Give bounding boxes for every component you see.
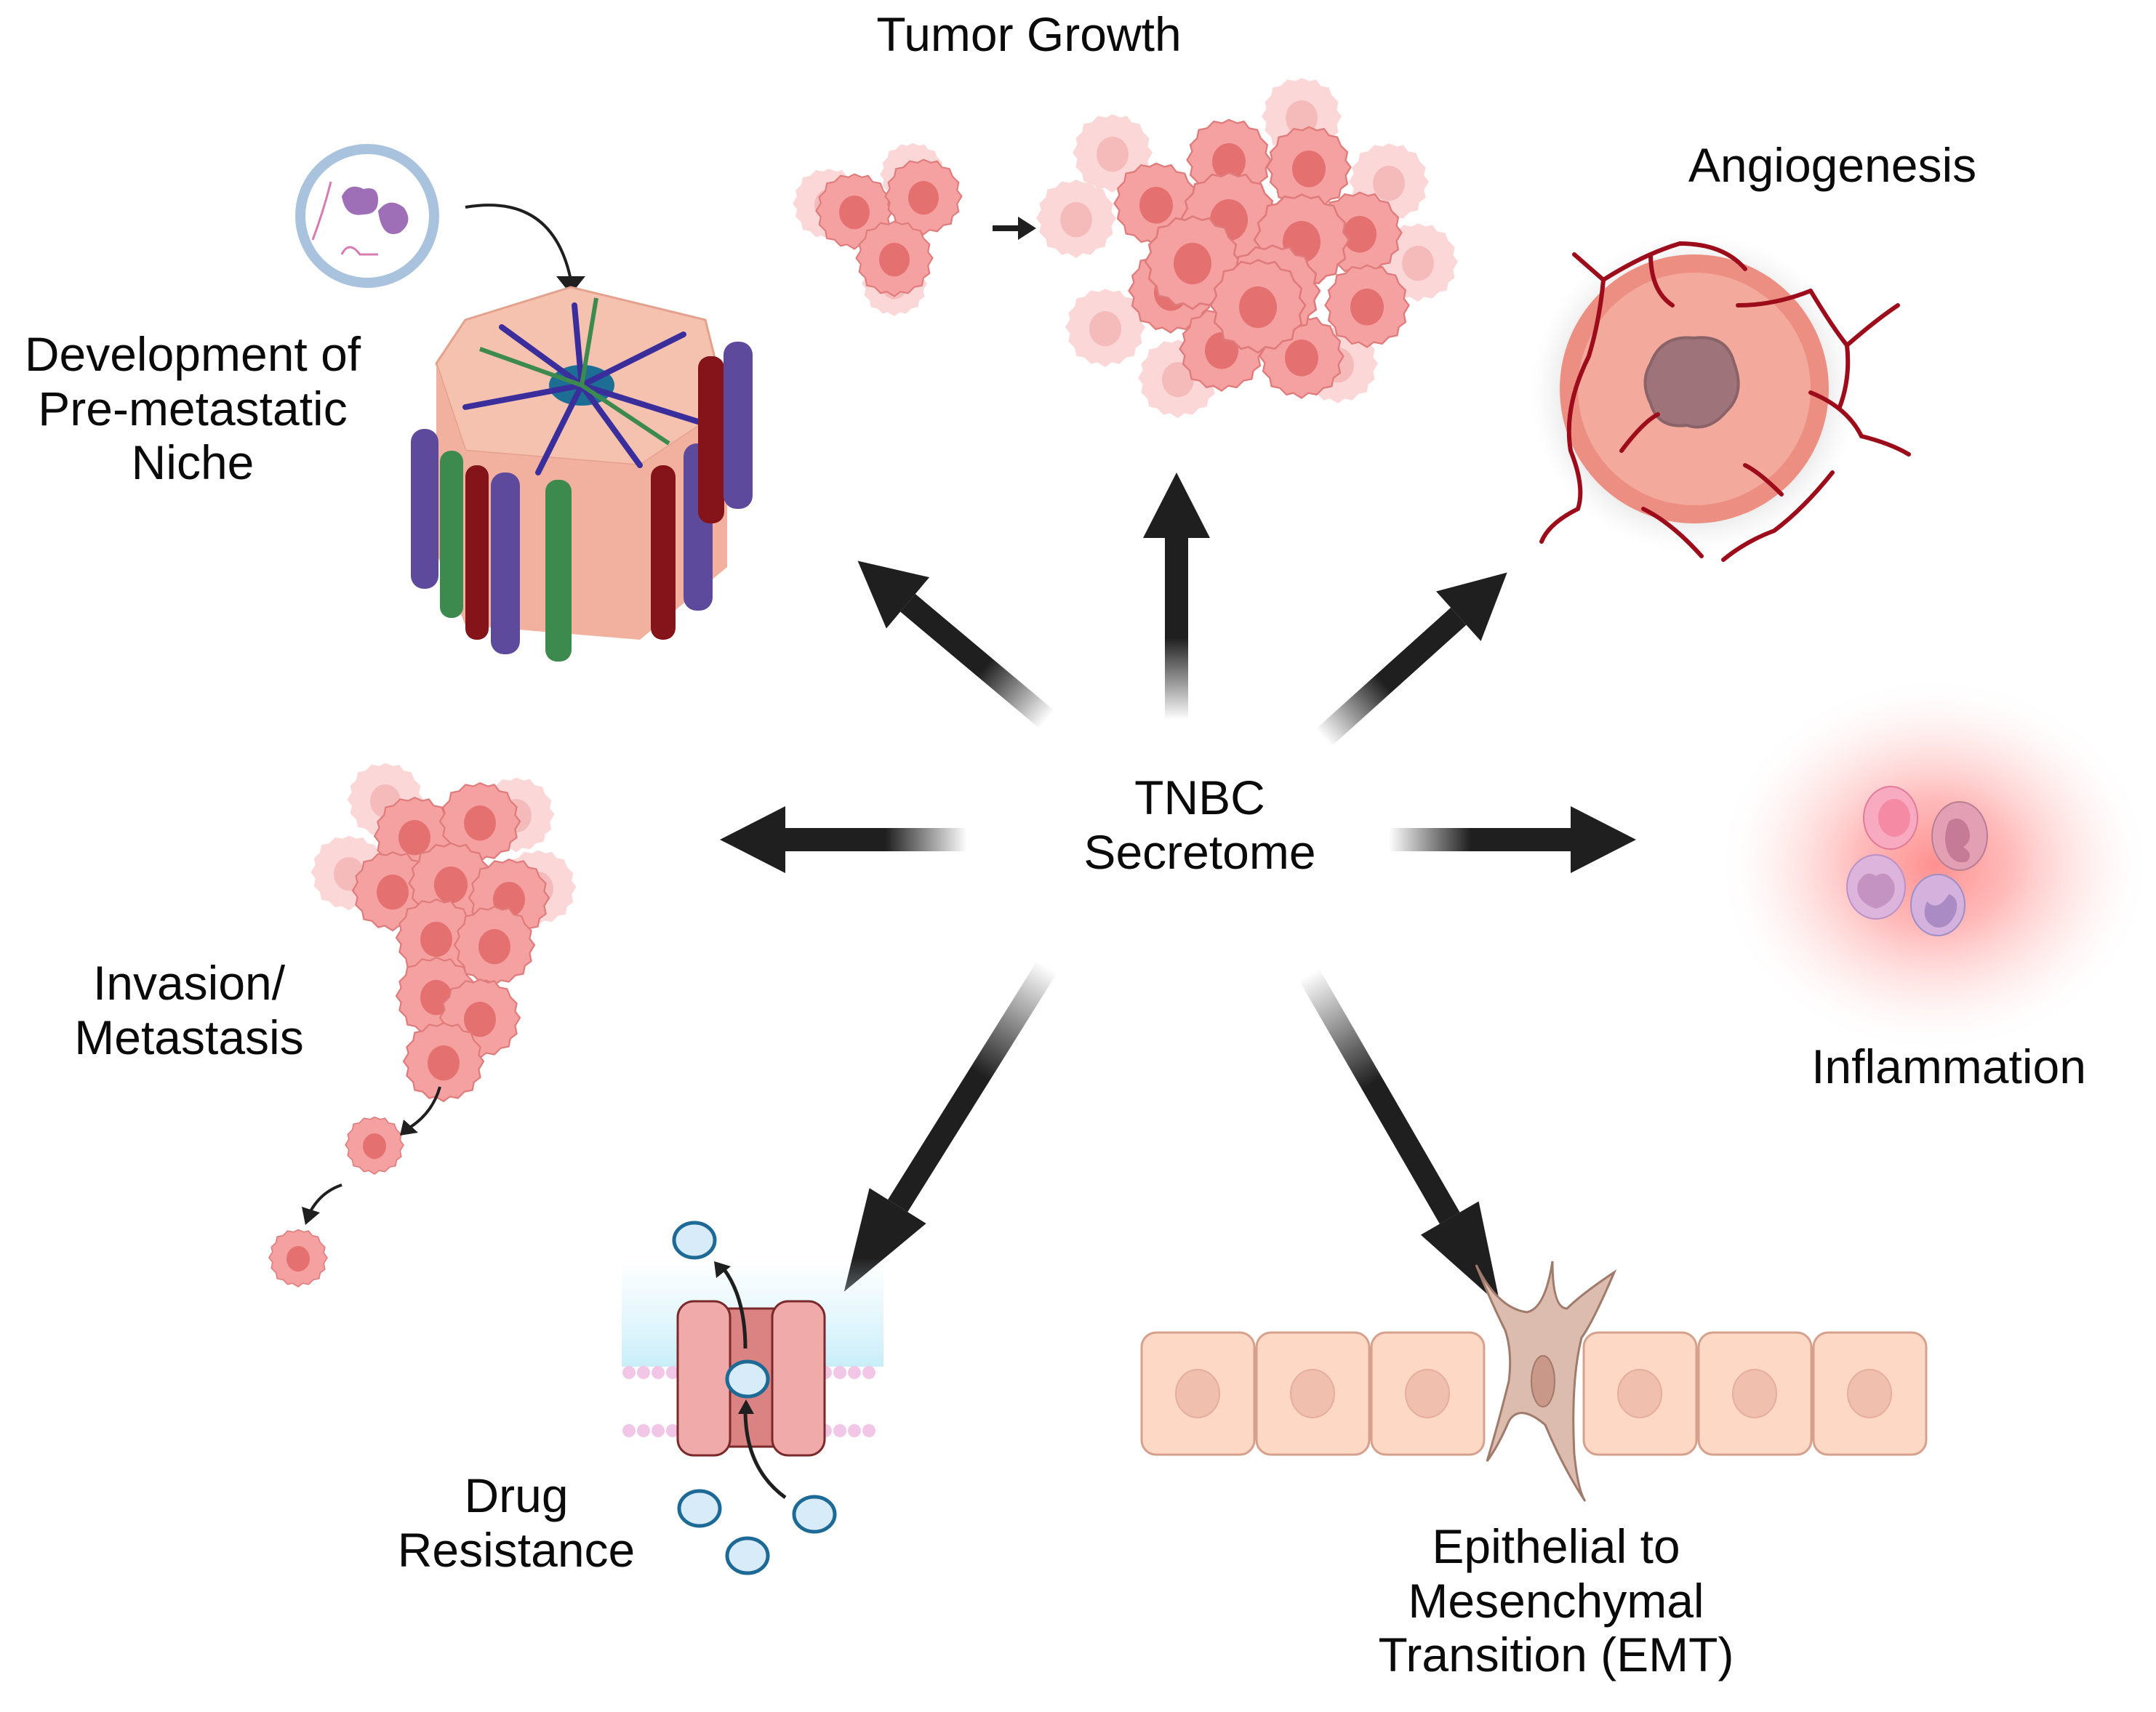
angiogenesis-illustration [1531, 233, 1911, 562]
emt-illustration [1140, 1261, 1928, 1502]
arrow-to-invasion [720, 806, 967, 873]
label-tnbc-secretome: TNBC Secretome [1083, 771, 1316, 879]
label-emt: Epithelial to Mesenchymal Transition (EM… [1378, 1519, 1734, 1682]
exosome-vesicle-icon [295, 144, 439, 288]
arrow-to-drug-resistance [815, 949, 1076, 1310]
invasion-metastasis-illustration [268, 763, 577, 1287]
drug-resistance-illustration [622, 1221, 883, 1575]
immune-cells [1846, 786, 1988, 936]
tumor-growth-illustration [793, 78, 1458, 418]
pre-metastatic-niche-illustration [295, 144, 753, 662]
arrow-to-pre-metastatic-niche [835, 535, 1069, 746]
label-angiogenesis: Angiogenesis [1688, 138, 1977, 192]
vessels [411, 342, 753, 662]
blood-vessels [1539, 241, 1911, 562]
arrow-to-tumor-growth [1143, 473, 1210, 720]
large-tumor-cluster [1036, 78, 1458, 418]
label-invasion-metastasis: Invasion/ Metastasis [74, 956, 304, 1064]
arrow-to-inflammation [1389, 806, 1636, 873]
arrow-to-angiogenesis [1301, 547, 1530, 763]
growth-arrow-icon [993, 217, 1036, 240]
liver-lobule [411, 286, 753, 662]
small-tumor-cluster [793, 142, 963, 316]
drug-molecules [672, 1221, 837, 1575]
label-pre-metastatic-niche: Development of Pre-metastatic Niche [24, 327, 361, 490]
efflux-pump-channel [676, 1300, 826, 1457]
arrow-to-emt [1280, 957, 1530, 1323]
label-inflammation: Inflammation [1811, 1040, 2086, 1093]
arrows [720, 473, 1636, 1323]
label-drug-resistance: Drug Resistance [397, 1468, 636, 1577]
label-tumor-growth: Tumor Growth [876, 7, 1182, 61]
inflammation-illustration [1716, 676, 2152, 1054]
niche-arrow [465, 204, 572, 281]
